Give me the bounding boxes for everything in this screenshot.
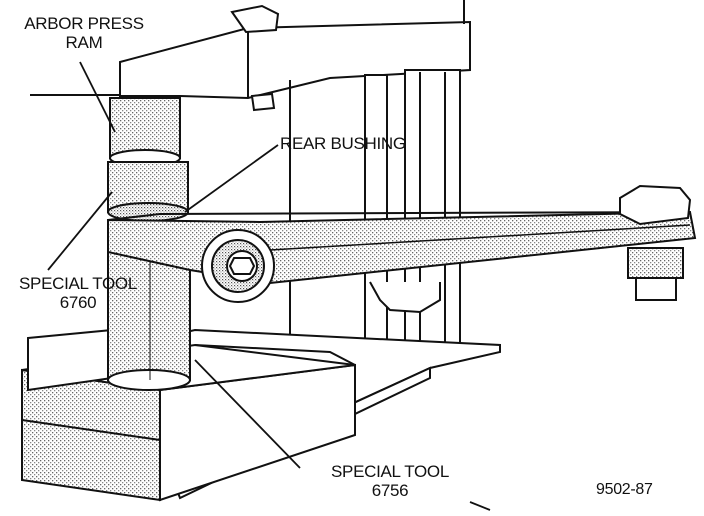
rear-bushing-label: REAR BUSHING (280, 134, 406, 153)
special-tool-6760-label: SPECIAL TOOL 6760 (4, 274, 152, 312)
arbor-press-ram-label: ARBOR PRESS RAM (14, 14, 154, 52)
special-tool-6760-line2: 6760 (59, 293, 97, 312)
arbor-press-ram-line2: RAM (65, 33, 103, 52)
special-tool-6760-line1: SPECIAL TOOL (19, 274, 137, 293)
leader-lines (47, 61, 491, 511)
special-tool-6756-line2: 6756 (371, 481, 409, 500)
control-arm (107, 184, 697, 314)
arbor-press-ram-line1: ARBOR PRESS (24, 14, 144, 33)
press-frame (30, 0, 471, 361)
special-tool-6756-label: SPECIAL TOOL 6756 (315, 462, 465, 500)
special-tool-6756-line1: SPECIAL TOOL (331, 462, 449, 481)
figure-number: 9502-87 (596, 481, 653, 498)
